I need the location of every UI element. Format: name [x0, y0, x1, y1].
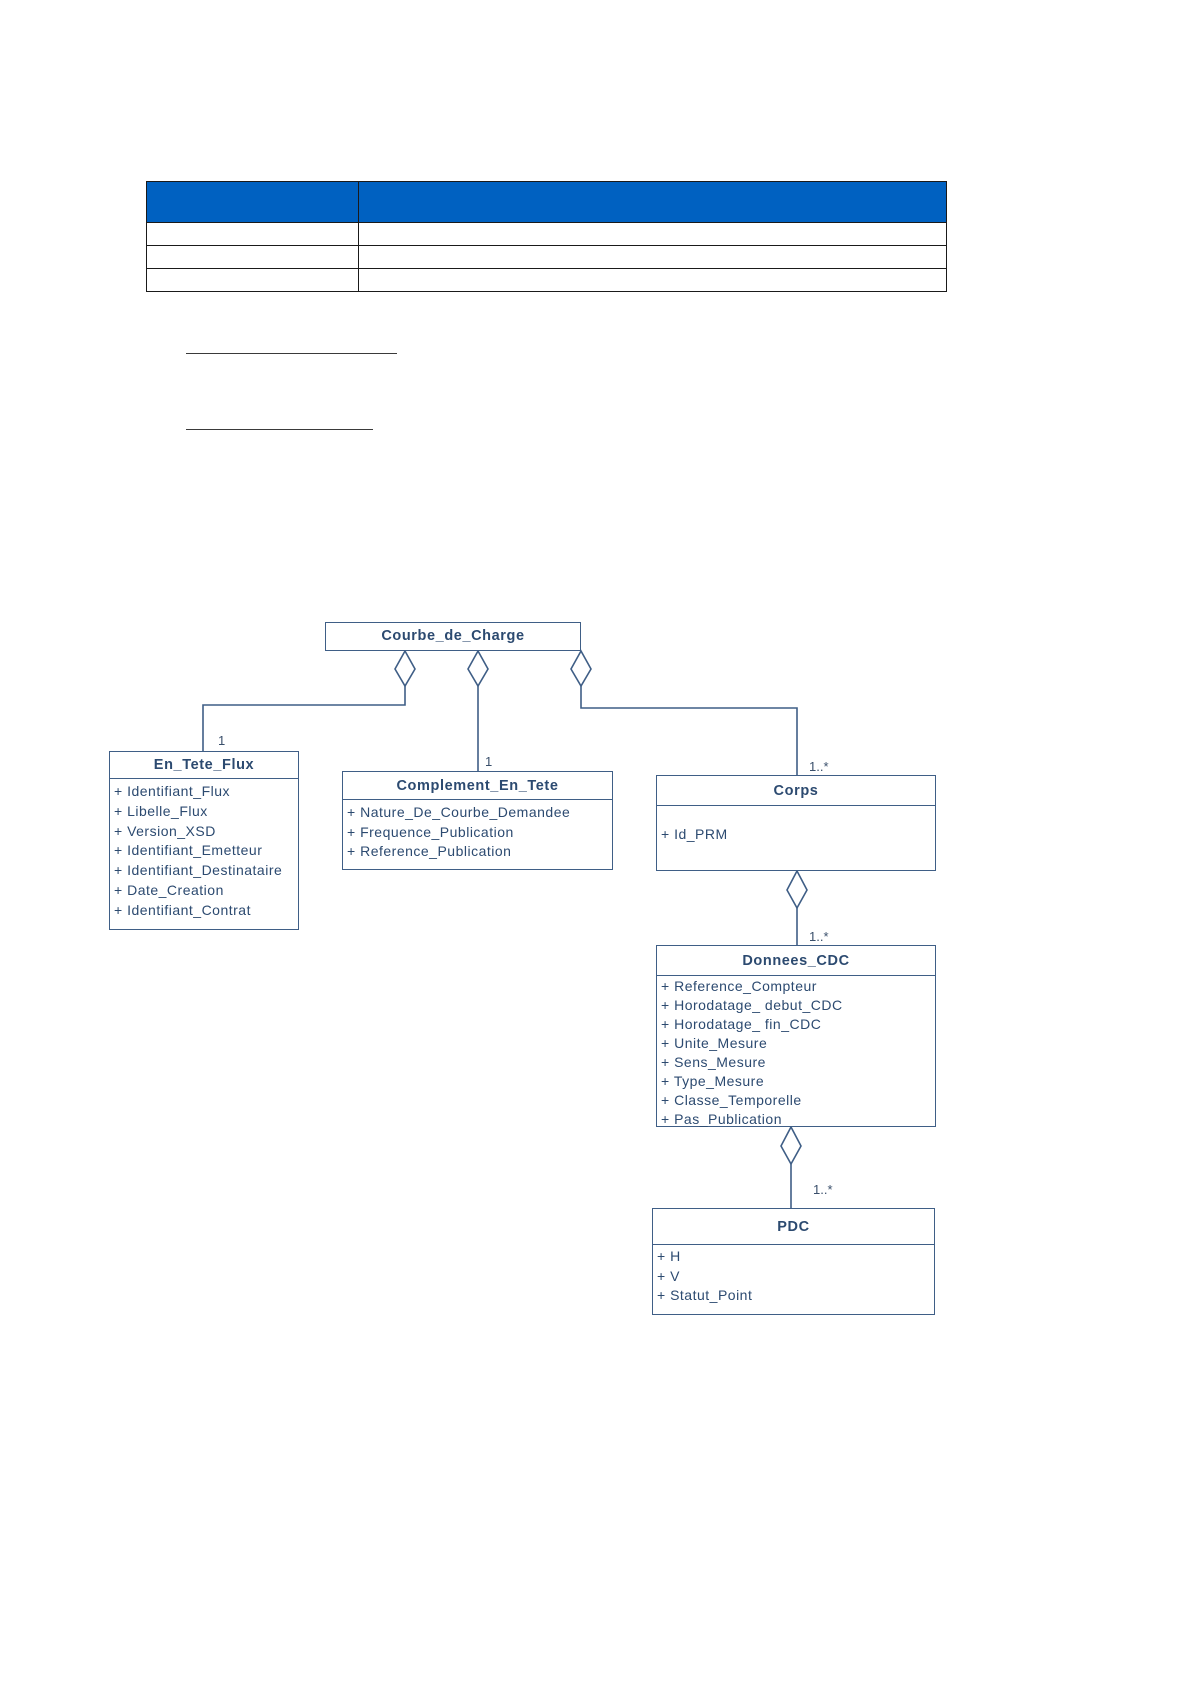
- multiplicity-label: 1..*: [809, 759, 829, 774]
- class-name: Donnees_CDC: [657, 946, 935, 976]
- link-courbe-en-tete-flux: [202, 686, 406, 751]
- class-name: Complement_En_Tete: [343, 772, 612, 800]
- table-row: [146, 222, 947, 246]
- attribute: Statut_Point: [657, 1286, 934, 1306]
- class-pdc: PDC H V Statut_Point: [652, 1208, 935, 1315]
- attribute: Reference_Compteur: [661, 977, 935, 996]
- attribute: V: [657, 1267, 934, 1287]
- attribute-list: Identifiant_Flux Libelle_Flux Version_XS…: [110, 779, 298, 921]
- table-row: [146, 268, 947, 292]
- attribute: Identifiant_Flux: [114, 782, 298, 802]
- aggregation-diamond: [570, 649, 592, 688]
- table-row: [146, 245, 947, 269]
- attribute: Identifiant_Emetteur: [114, 841, 298, 861]
- class-donnees-cdc: Donnees_CDC Reference_Compteur Horodatag…: [656, 945, 936, 1127]
- attribute: Classe_Temporelle: [661, 1091, 935, 1110]
- multiplicity-label: 1: [218, 733, 226, 748]
- attribute: Unite_Mesure: [661, 1034, 935, 1053]
- attribute: Sens_Mesure: [661, 1053, 935, 1072]
- attribute-list: Id_PRM: [657, 806, 935, 844]
- table-cell: [358, 222, 947, 246]
- attribute: Nature_De_Courbe_Demandee: [347, 803, 612, 823]
- class-name: Courbe_de_Charge: [381, 628, 525, 644]
- attribute: Identifiant_Contrat: [114, 901, 298, 921]
- link-courbe-corps: [580, 686, 798, 775]
- underline-rule-1: [186, 353, 397, 354]
- attribute: Type_Mesure: [661, 1072, 935, 1091]
- class-corps: Corps Id_PRM: [656, 775, 936, 871]
- attribute: Horodatage_ debut_CDC: [661, 996, 935, 1015]
- class-courbe-de-charge: Courbe_de_Charge: [325, 622, 581, 651]
- attribute: Horodatage_ fin_CDC: [661, 1015, 935, 1034]
- aggregation-diamond: [786, 869, 808, 910]
- attribute: Date_Creation: [114, 881, 298, 901]
- table-header-cell: [146, 181, 359, 223]
- attribute: Pas_Publication: [661, 1110, 935, 1129]
- multiplicity-label: 1..*: [813, 1182, 833, 1197]
- table-cell: [146, 245, 359, 269]
- class-name: En_Tete_Flux: [110, 752, 298, 779]
- attribute: Version_XSD: [114, 822, 298, 842]
- underline-rule-2: [186, 429, 373, 430]
- aggregation-diamond: [394, 649, 416, 688]
- aggregation-diamond: [467, 649, 489, 688]
- table-cell: [146, 268, 359, 292]
- attribute: Identifiant_Destinataire: [114, 861, 298, 881]
- multiplicity-label: 1: [485, 754, 493, 769]
- class-complement-en-tete: Complement_En_Tete Nature_De_Courbe_Dema…: [342, 771, 613, 870]
- attribute-list: H V Statut_Point: [653, 1245, 934, 1306]
- attribute: Reference_Publication: [347, 842, 612, 862]
- attribute-list: Reference_Compteur Horodatage_ debut_CDC…: [657, 976, 935, 1129]
- attribute: H: [657, 1247, 934, 1267]
- empty-table: [146, 181, 947, 292]
- attribute: Frequence_Publication: [347, 823, 612, 843]
- attribute-list: Nature_De_Courbe_Demandee Frequence_Publ…: [343, 800, 612, 862]
- aggregation-diamond: [780, 1125, 802, 1166]
- multiplicity-label: 1..*: [809, 929, 829, 944]
- class-name: Corps: [657, 776, 935, 806]
- table-cell: [358, 268, 947, 292]
- attribute: Id_PRM: [661, 824, 935, 844]
- class-name: PDC: [653, 1209, 934, 1245]
- attribute: Libelle_Flux: [114, 802, 298, 822]
- class-en-tete-flux: En_Tete_Flux Identifiant_Flux Libelle_Fl…: [109, 751, 299, 930]
